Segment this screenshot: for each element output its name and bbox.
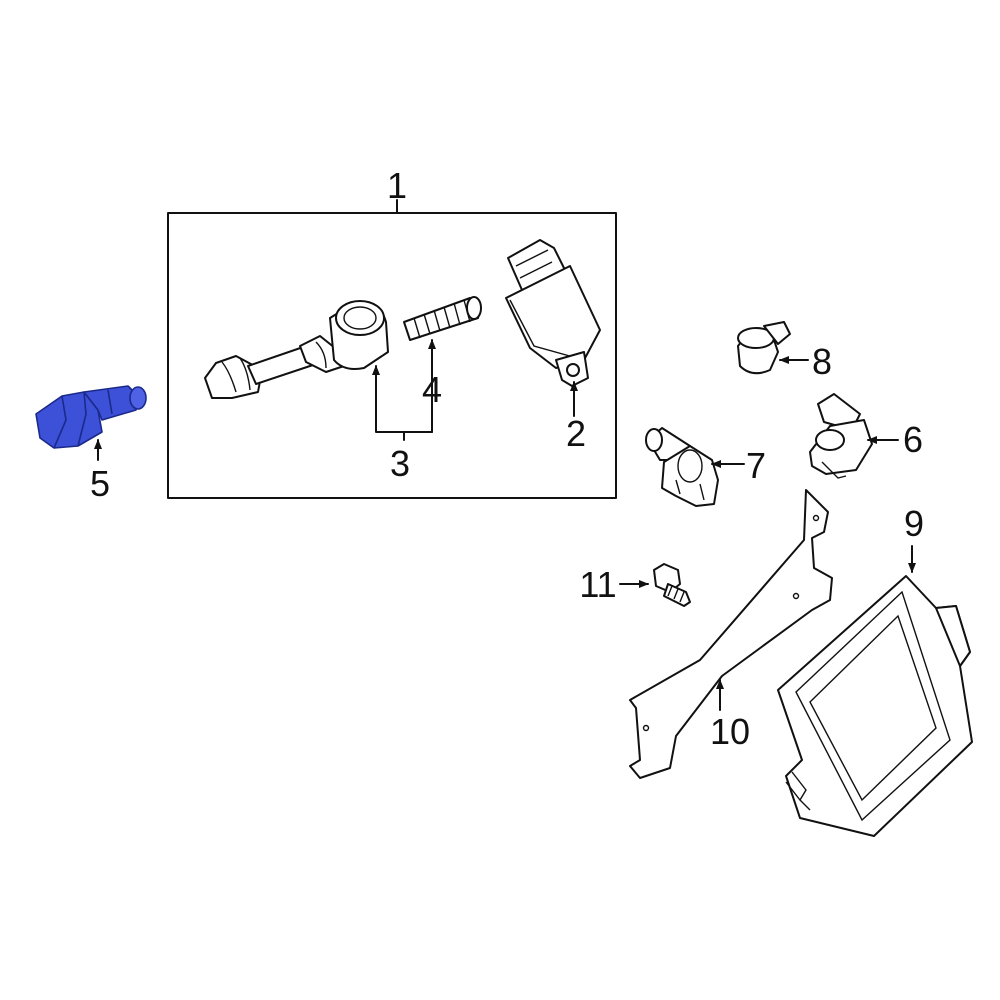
callout-6: 6 — [903, 419, 923, 460]
temperature-sensor-icon[interactable] — [35, 385, 147, 449]
spring-icon[interactable] — [403, 296, 482, 341]
callout-7: 7 — [746, 445, 766, 486]
kit-box — [167, 212, 617, 499]
crankshaft-sensor-icon[interactable] — [645, 427, 719, 507]
callout-8: 8 — [812, 341, 832, 382]
callout-11: 11 — [579, 564, 616, 605]
bolt-icon[interactable] — [653, 563, 691, 607]
callout-10: 10 — [710, 711, 750, 752]
ignition-coil-icon[interactable] — [505, 239, 601, 387]
callout-2: 2 — [566, 413, 586, 454]
knock-sensor-icon[interactable] — [737, 321, 791, 375]
sensor-shaft — [83, 385, 139, 421]
callout-5: 5 — [90, 463, 110, 504]
callout-1: 1 — [387, 165, 407, 206]
coil-boot-icon[interactable] — [204, 300, 389, 399]
bracket-icon[interactable] — [629, 489, 833, 779]
leader-3 — [375, 371, 433, 441]
callout-4: 4 — [422, 369, 442, 410]
callout-3: 3 — [390, 443, 410, 484]
camshaft-sensor-icon[interactable] — [809, 393, 873, 479]
sensor-tip — [129, 386, 147, 410]
callout-9: 9 — [904, 503, 924, 544]
engine-control-module-icon[interactable] — [777, 575, 973, 837]
